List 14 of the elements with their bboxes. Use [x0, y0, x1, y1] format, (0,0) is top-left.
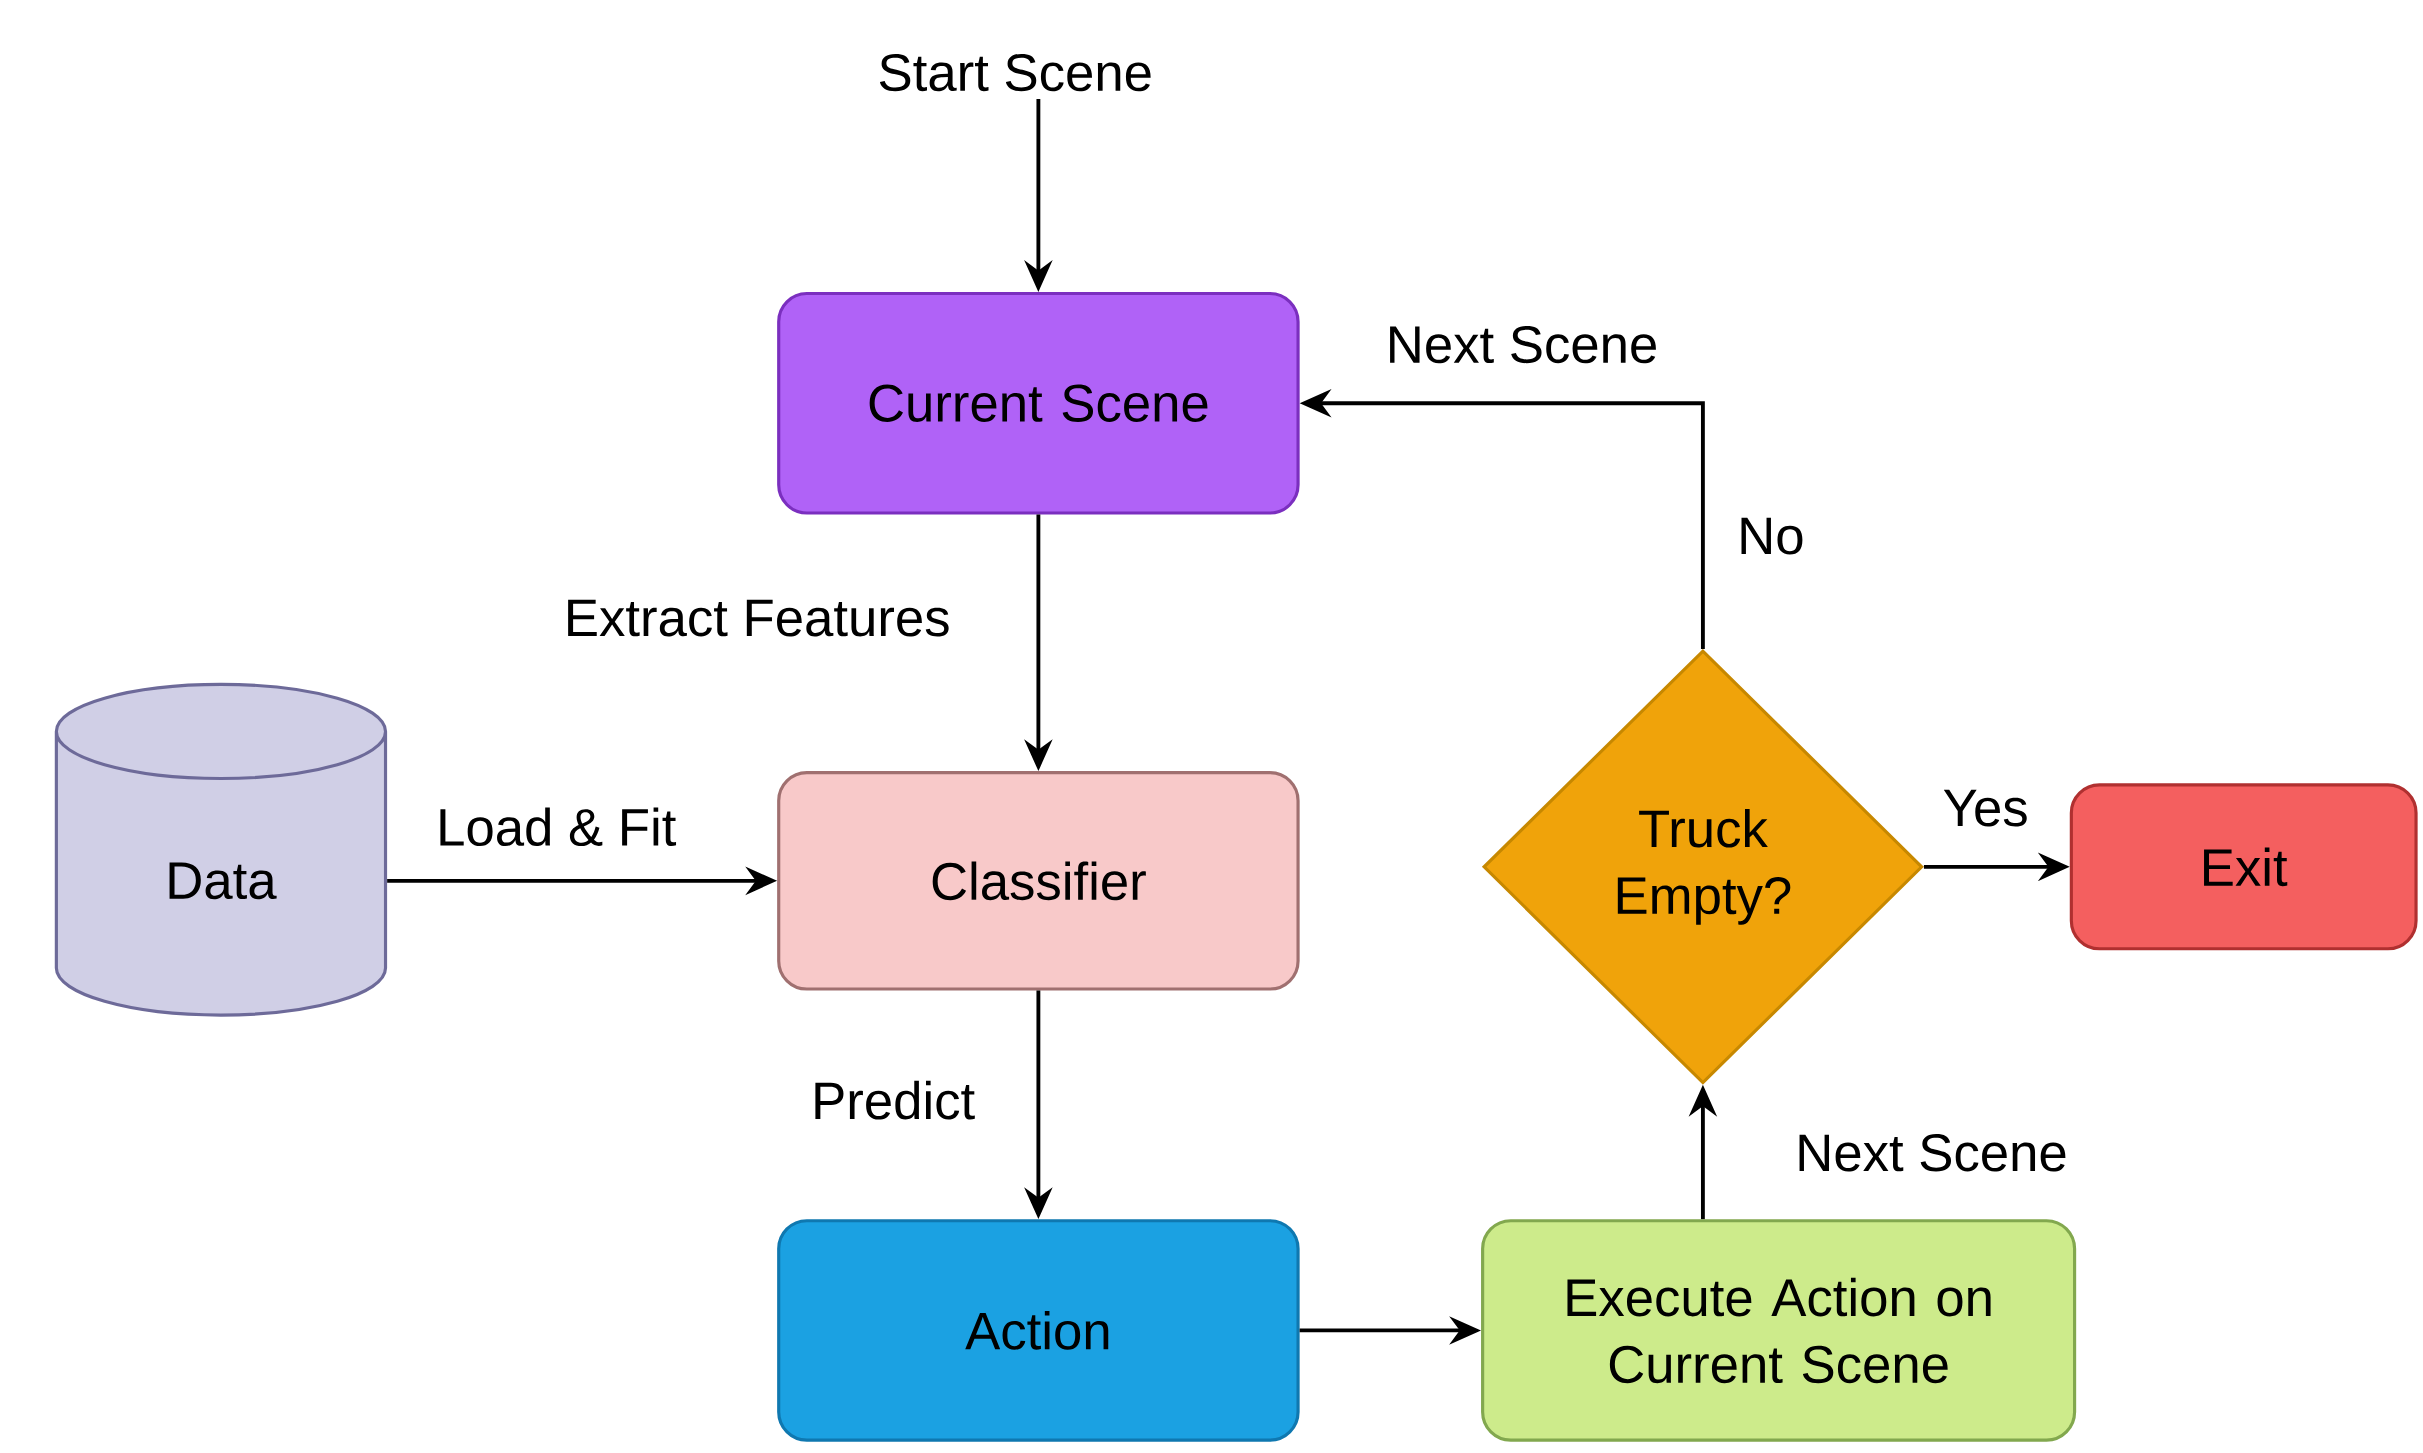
terminal-box: Exit	[2069, 783, 2418, 951]
process-box: Action	[777, 1219, 1300, 1442]
start-label: Start Scene	[879, 54, 1151, 92]
process-box: Execute Action on Current Scene	[1481, 1219, 2077, 1442]
edge-label: Predict	[815, 1081, 975, 1120]
edge-label: Load & Fit	[440, 807, 677, 847]
edge-label: Next Scene	[1799, 1134, 2066, 1172]
edge-label: Yes	[1943, 789, 2027, 827]
edge-label: No	[1741, 518, 1803, 555]
database-cylinder: Data	[54, 683, 388, 1017]
process-box: Classifier	[777, 771, 1300, 991]
process-box: Current Scene	[777, 292, 1300, 515]
note-label: Next Scene	[1390, 326, 1656, 364]
edge-label: Extract Features	[568, 599, 949, 637]
